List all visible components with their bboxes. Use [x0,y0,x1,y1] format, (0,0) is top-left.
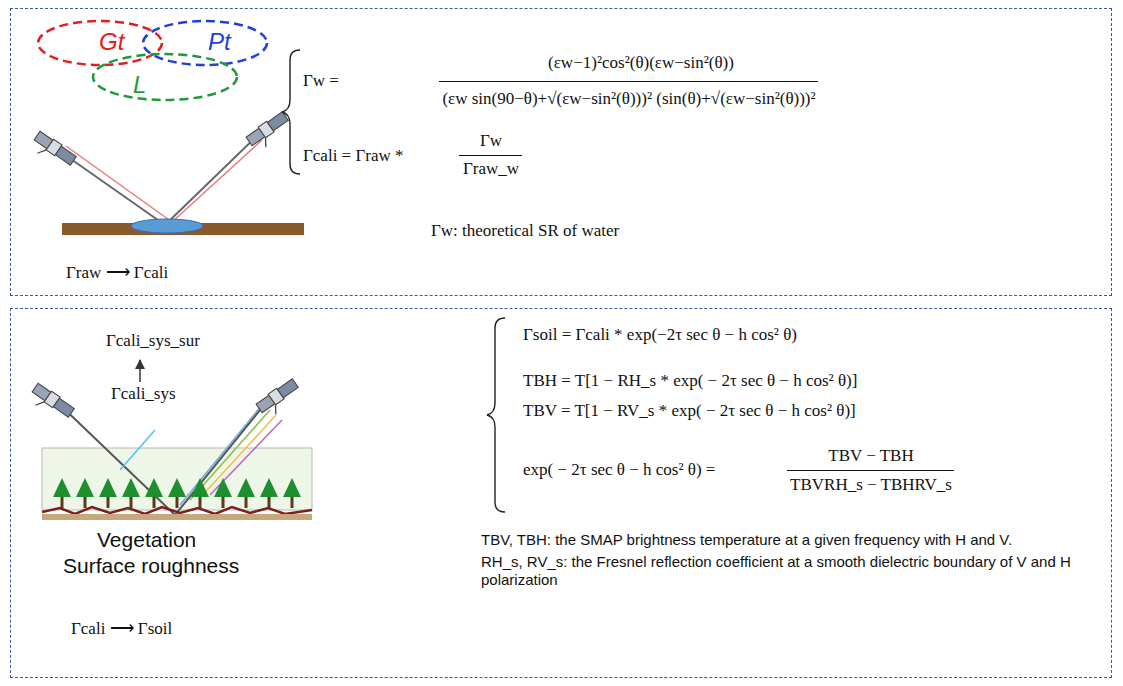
reflected-ray [175,400,268,515]
equation: TBV = T[1 − RV_s * exp( − 2τ sec θ − h c… [523,401,856,421]
fraction-bar [787,470,955,471]
vegetation-layer [42,448,312,510]
label-text: Γcali_sys [111,384,176,404]
label-text: Surface roughness [63,553,239,578]
tree-crown [99,478,117,497]
fraction-bar [459,155,521,156]
rough-surface [42,507,312,514]
satellite [245,111,293,153]
equation: TBVRH_s − TBHRV_s [790,475,952,495]
tree-crown [237,478,255,497]
label-text: Γcali ⟶ Γsoil [71,619,172,639]
brace [282,50,300,174]
equation: Γsoil = Γcali * exp(−2τ sec θ − h cos² θ… [523,325,797,345]
scatter-ray [200,415,276,498]
tree-crown [122,478,140,497]
tree-crown [283,478,301,497]
equation: Γw = [303,71,339,91]
equation: TBV − TBH [828,446,913,466]
equation: Γw [480,131,502,151]
reflected-ray [172,140,262,222]
scatter-ray [120,430,155,470]
panel: Γcali_sys_surΓcali_sysVegetationSurface … [10,308,1112,678]
incident-ray [66,146,172,222]
panel: Gt PtL Γraw ⟶ Γcali Γw = (εw−1)²cos²(θ)(εw−s… [10,8,1112,296]
label-text: Gt [99,28,124,57]
equation: (εw−1)²cos²(θ)(εw−sin²(θ)) [548,53,734,73]
tree-crown [214,478,232,497]
label-text: Γw: theoretical SR of water [431,221,619,241]
water-puddle [131,219,203,233]
tree-crown [260,478,278,497]
reflected-ray [165,135,258,225]
equation: Γraw_w [463,159,519,179]
scatter-ray [180,405,262,505]
equation: (εw sin(90−θ)+√(εw−sin²(θ)))² (sin(θ)+√(… [442,89,815,109]
up-arrow [139,360,141,382]
tree-crown [53,478,71,497]
label-text: Γraw ⟶ Γcali [66,263,168,283]
label-text: Γcali_sys_sur [106,331,200,351]
label-text: L [133,71,146,100]
gt-ellipse [38,21,162,65]
equation: TBH = T[1 − RH_s * exp( − 2τ sec θ − h c… [523,371,857,391]
equation: Γcali = Γraw * [303,146,404,166]
label-text: Vegetation [97,527,196,552]
incident-ray [55,400,175,515]
note-text: TBV, TBH: the SMAP brightness temperatur… [481,531,1101,549]
tree-crown [76,478,94,497]
incident-ray [58,150,165,225]
soil [42,514,312,520]
tree-crown [168,478,186,497]
satellite [255,378,303,420]
tree-crown [191,478,209,497]
pt-ellipse [143,21,267,65]
scatter-ray [190,410,270,500]
fraction-bar [439,81,818,82]
tree-row [53,478,301,508]
equation: exp( − 2τ sec θ − h cos² θ) = [523,460,715,480]
tree-crown [145,478,163,497]
brace [487,318,505,512]
satellite [29,130,77,172]
l-ellipse [93,54,237,100]
label-text: Pt [208,28,231,57]
note-text: RH_s, RV_s: the Fresnel reflection coeff… [481,553,1101,589]
satellite [27,382,75,424]
